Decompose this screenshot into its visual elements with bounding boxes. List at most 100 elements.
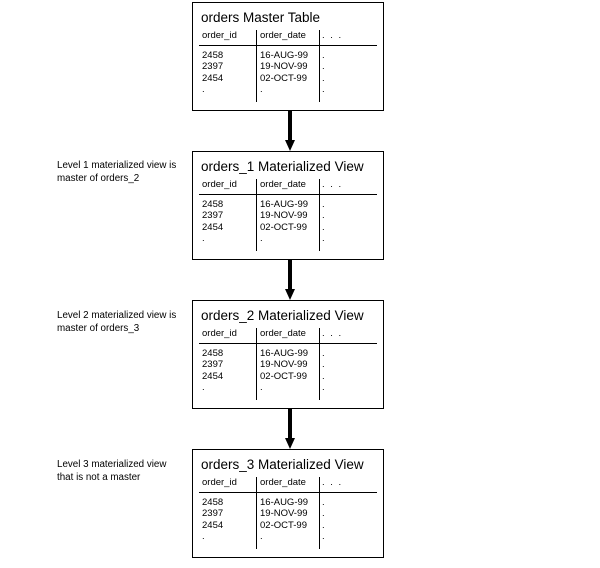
caption-level-1: Level 1 materialized view is master of o… bbox=[57, 160, 189, 185]
column-header-order-id: order_id bbox=[202, 477, 237, 488]
table-row: 2458 16-AUG-99 . bbox=[199, 497, 377, 509]
column-header-order-date: order_date bbox=[260, 179, 306, 190]
cell-order-id: 2458 bbox=[202, 49, 224, 61]
cell-ellipsis: . bbox=[322, 84, 325, 96]
column-header-ellipsis: . . . bbox=[322, 179, 343, 190]
column-header-order-id: order_id bbox=[202, 30, 237, 41]
header-rule bbox=[199, 44, 377, 46]
cell-order-date: 19-NOV-99 bbox=[260, 210, 308, 222]
table-row: 2458 16-AUG-99 . bbox=[199, 50, 377, 62]
caption-line-1: Level 3 materialized view bbox=[57, 459, 167, 470]
cell-ellipsis: . bbox=[322, 198, 325, 210]
cell-ellipsis: . bbox=[322, 49, 325, 61]
caption-line-1: Level 2 materialized view is bbox=[57, 310, 177, 321]
column-header-order-id: order_id bbox=[202, 328, 237, 339]
table-row: 2454 02-OCT-99 . bbox=[199, 520, 377, 532]
table-row: 2397 19-NOV-99 . bbox=[199, 61, 377, 73]
cell-order-id: . bbox=[202, 84, 205, 96]
cell-order-id: 2454 bbox=[202, 519, 224, 531]
column-header-order-date: order_date bbox=[260, 30, 306, 41]
cell-ellipsis: . bbox=[322, 496, 325, 508]
cell-ellipsis: . bbox=[322, 221, 325, 233]
cell-order-date: . bbox=[260, 531, 263, 543]
cell-ellipsis: . bbox=[322, 61, 325, 73]
caption-line-2: master of orders_2 bbox=[57, 172, 140, 184]
cell-ellipsis: . bbox=[322, 233, 325, 245]
table-row: 2454 02-OCT-99 . bbox=[199, 371, 377, 383]
cell-order-date: 19-NOV-99 bbox=[260, 359, 308, 371]
table-row: 2454 02-OCT-99 . bbox=[199, 73, 377, 85]
node-title: orders_3 Materialized View bbox=[201, 457, 364, 472]
caption-level-2: Level 2 materialized view is master of o… bbox=[57, 310, 189, 335]
cell-order-date: 16-AUG-99 bbox=[260, 347, 309, 359]
column-divider-2 bbox=[319, 30, 320, 102]
column-divider-1 bbox=[256, 30, 257, 102]
caption-line-1: Level 1 materialized view is bbox=[57, 160, 177, 171]
cell-ellipsis: . bbox=[322, 382, 325, 394]
node-title: orders_2 Materialized View bbox=[201, 308, 364, 323]
header-rule bbox=[199, 491, 377, 493]
caption-level-3: Level 3 materialized view that is not a … bbox=[57, 459, 189, 484]
column-header-order-date: order_date bbox=[260, 328, 306, 339]
table-row: 2397 19-NOV-99 . bbox=[199, 359, 377, 371]
node-table: order_id order_date . . . 2458 16-AUG-99… bbox=[193, 477, 383, 549]
column-divider-1 bbox=[256, 477, 257, 549]
cell-ellipsis: . bbox=[322, 72, 325, 84]
table-row: . . . bbox=[199, 382, 377, 394]
cell-order-date: 02-OCT-99 bbox=[260, 370, 307, 382]
cell-order-date: . bbox=[260, 233, 263, 245]
column-header-ellipsis: . . . bbox=[322, 477, 343, 488]
node-table: order_id order_date . . . 2458 16-AUG-99… bbox=[193, 328, 383, 400]
table-row: . . . bbox=[199, 233, 377, 245]
column-divider-2 bbox=[319, 477, 320, 549]
cell-order-date: 19-NOV-99 bbox=[260, 508, 308, 520]
cell-order-date: 02-OCT-99 bbox=[260, 72, 307, 84]
cell-order-date: 16-AUG-99 bbox=[260, 198, 309, 210]
cell-order-date: 16-AUG-99 bbox=[260, 49, 309, 61]
cell-ellipsis: . bbox=[322, 210, 325, 222]
column-header-order-id: order_id bbox=[202, 179, 237, 190]
column-header-ellipsis: . . . bbox=[322, 328, 343, 339]
cell-ellipsis: . bbox=[322, 370, 325, 382]
table-row: 2397 19-NOV-99 . bbox=[199, 508, 377, 520]
node-orders-3: orders_3 Materialized View order_id orde… bbox=[192, 449, 384, 558]
table-body: 2458 16-AUG-99 . 2397 19-NOV-99 . 2454 0… bbox=[199, 348, 377, 394]
cell-ellipsis: . bbox=[322, 347, 325, 359]
header-rule bbox=[199, 342, 377, 344]
cell-ellipsis: . bbox=[322, 359, 325, 371]
column-header-order-date: order_date bbox=[260, 477, 306, 488]
column-divider-2 bbox=[319, 328, 320, 400]
column-header-ellipsis: . . . bbox=[322, 30, 343, 41]
table-row: 2454 02-OCT-99 . bbox=[199, 222, 377, 234]
cell-order-id: 2397 bbox=[202, 359, 224, 371]
cell-ellipsis: . bbox=[322, 531, 325, 543]
cell-order-id: 2458 bbox=[202, 198, 224, 210]
node-orders-master: orders Master Table order_id order_date … bbox=[192, 2, 384, 111]
cell-order-date: . bbox=[260, 84, 263, 96]
table-header-row: order_id order_date . . . bbox=[199, 477, 377, 492]
node-orders-2: orders_2 Materialized View order_id orde… bbox=[192, 300, 384, 409]
caption-line-2: master of orders_3 bbox=[57, 322, 140, 334]
node-title: orders Master Table bbox=[201, 10, 321, 25]
node-orders-1: orders_1 Materialized View order_id orde… bbox=[192, 151, 384, 260]
cell-order-id: 2397 bbox=[202, 61, 224, 73]
table-row: . . . bbox=[199, 531, 377, 543]
header-rule bbox=[199, 193, 377, 195]
cell-ellipsis: . bbox=[322, 508, 325, 520]
caption-line-2: that is not a master bbox=[57, 471, 141, 483]
table-header-row: order_id order_date . . . bbox=[199, 179, 377, 194]
cell-order-id: 2454 bbox=[202, 221, 224, 233]
table-row: 2458 16-AUG-99 . bbox=[199, 348, 377, 360]
table-body: 2458 16-AUG-99 . 2397 19-NOV-99 . 2454 0… bbox=[199, 497, 377, 543]
table-header-row: order_id order_date . . . bbox=[199, 328, 377, 343]
node-title: orders_1 Materialized View bbox=[201, 159, 364, 174]
table-row: . . . bbox=[199, 84, 377, 96]
table-row: 2397 19-NOV-99 . bbox=[199, 210, 377, 222]
cell-order-date: 19-NOV-99 bbox=[260, 61, 308, 73]
table-body: 2458 16-AUG-99 . 2397 19-NOV-99 . 2454 0… bbox=[199, 199, 377, 245]
table-header-row: order_id order_date . . . bbox=[199, 30, 377, 45]
table-body: 2458 16-AUG-99 . 2397 19-NOV-99 . 2454 0… bbox=[199, 50, 377, 96]
cell-order-id: . bbox=[202, 531, 205, 543]
cell-order-date: . bbox=[260, 382, 263, 394]
cell-order-date: 02-OCT-99 bbox=[260, 519, 307, 531]
